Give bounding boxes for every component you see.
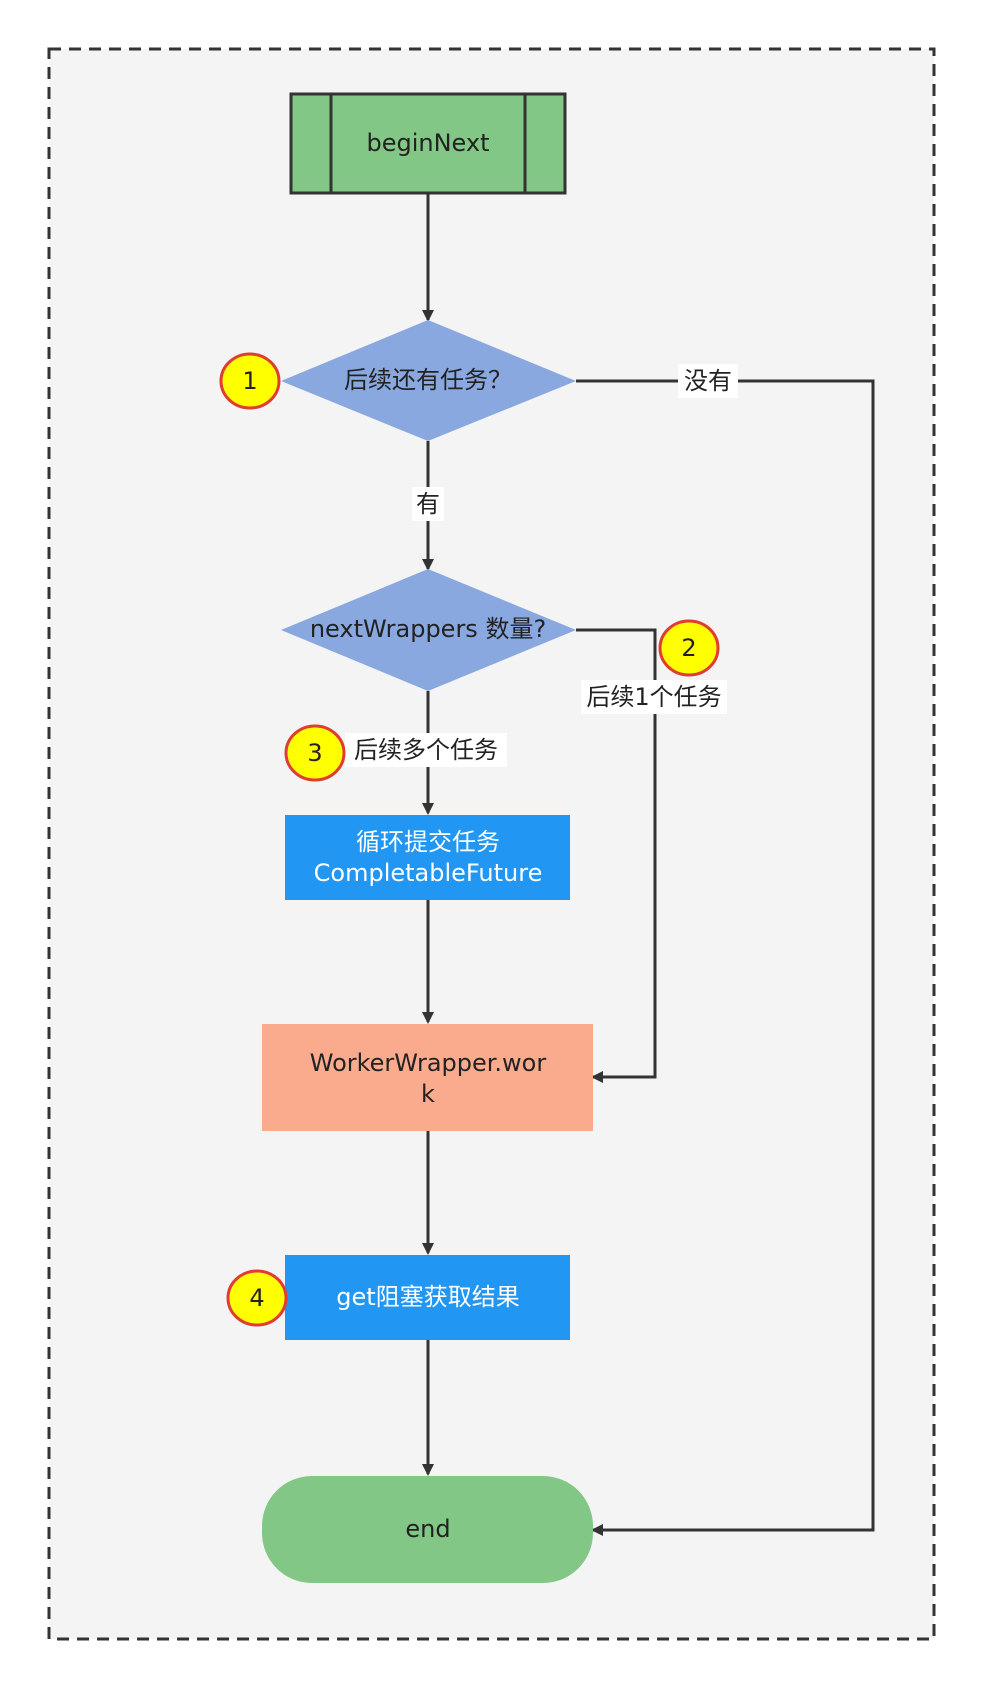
badge-1: 1 <box>219 352 281 410</box>
decision-next-wrappers-label: nextWrappers 数量? <box>310 615 546 643</box>
decision-next-wrappers: nextWrappers 数量? <box>281 569 576 691</box>
get-result-node: get阻塞获取结果 <box>285 1255 570 1340</box>
decision-more-tasks: 后续还有任务？ <box>281 320 576 441</box>
end-node-label: end <box>405 1515 450 1543</box>
worker-work-label-line2: k <box>421 1080 435 1108</box>
edge-label-yes: 有 <box>412 487 444 521</box>
edge-label-many-tasks-text: 后续多个任务 <box>354 736 498 764</box>
edge-label-yes-text: 有 <box>416 490 440 518</box>
badge-3-label: 3 <box>307 739 322 767</box>
submit-loop-label-line1: 循环提交任务 <box>356 828 500 856</box>
submit-loop-node: 循环提交任务 CompletableFuture <box>285 815 570 900</box>
edge-label-one-task: 后续1个任务 <box>581 680 727 714</box>
badge-2-label: 2 <box>681 634 696 662</box>
submit-loop-label-line2: CompletableFuture <box>314 859 543 887</box>
get-result-label: get阻塞获取结果 <box>336 1283 519 1311</box>
edge-label-many-tasks: 后续多个任务 <box>345 733 507 767</box>
badge-3: 3 <box>284 724 346 782</box>
begin-node-label: beginNext <box>366 129 489 157</box>
worker-work-node: WorkerWrapper.wor k <box>262 1024 593 1131</box>
edge-one-task-to-worker <box>576 628 657 1083</box>
badge-4-label: 4 <box>249 1284 264 1312</box>
worker-work-label-line1: WorkerWrapper.wor <box>310 1049 547 1077</box>
edge-label-no: 没有 <box>678 364 738 398</box>
decision-more-tasks-label: 后续还有任务？ <box>344 366 512 394</box>
edge-label-one-task-text: 后续1个任务 <box>586 683 721 711</box>
begin-node: beginNext <box>289 92 567 195</box>
badge-1-label: 1 <box>242 367 257 395</box>
end-node: end <box>262 1476 593 1583</box>
badge-4: 4 <box>226 1269 288 1327</box>
edge-label-no-text: 没有 <box>684 367 732 395</box>
badge-2: 2 <box>658 619 720 677</box>
